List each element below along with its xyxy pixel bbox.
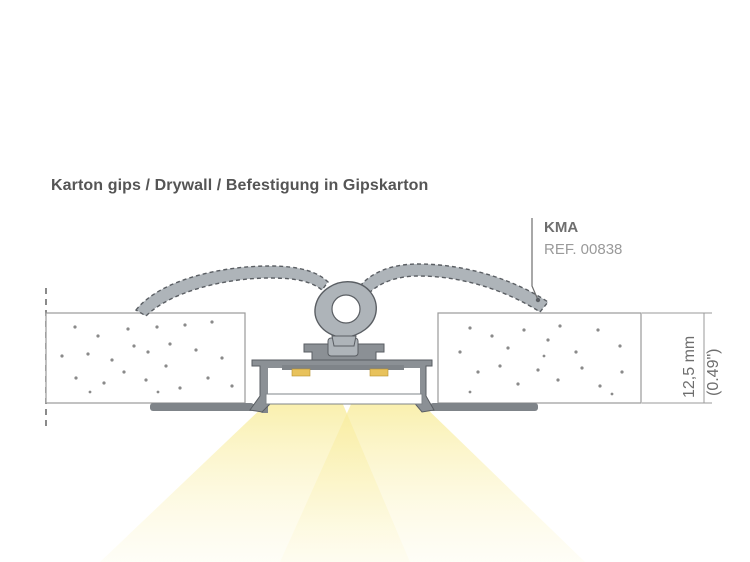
cover-loop-hole	[331, 294, 361, 324]
drywall-board-left	[45, 312, 246, 404]
channel-inner	[268, 368, 420, 396]
cover-wing-left	[134, 265, 329, 317]
board-texture-left	[60, 320, 234, 394]
led-chip-right	[369, 368, 389, 377]
base-plate-left	[150, 403, 254, 411]
diffuser	[265, 393, 423, 405]
product-code: KMA	[544, 219, 579, 236]
leader-dot	[535, 297, 541, 303]
base-plate-right	[430, 403, 538, 411]
dimension-imperial: (0.49")	[705, 349, 722, 396]
led-strip	[282, 365, 404, 370]
diagram-title: Karton gips / Drywall / Befestigung in G…	[51, 177, 429, 194]
cover-wing-right	[359, 263, 550, 313]
light-beam-right	[280, 402, 585, 562]
board-texture-right	[458, 324, 624, 396]
dimension-metric: 12,5 mm	[681, 336, 698, 398]
drywall-board-right	[437, 312, 642, 404]
loop-neck	[331, 335, 357, 347]
leader-line	[531, 218, 539, 301]
product-reference: REF. 00838	[544, 241, 623, 258]
led-chip-left	[291, 368, 311, 377]
